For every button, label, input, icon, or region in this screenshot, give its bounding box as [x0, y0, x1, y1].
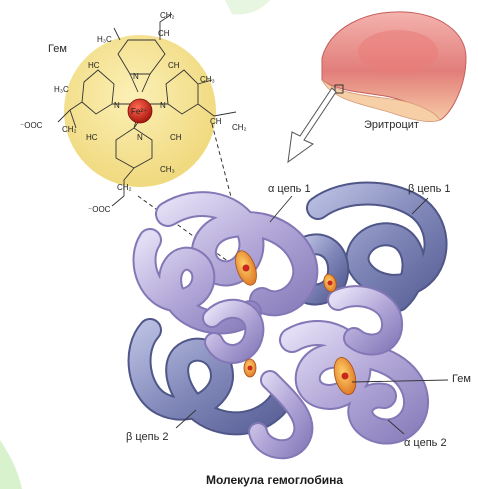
methyl-top-left: H₃C — [97, 35, 112, 44]
carboxylate-bottom: ⁻OOC — [88, 205, 111, 214]
nitrogen-left: N — [114, 101, 120, 110]
methyl-bottom: CH₃ — [160, 165, 175, 174]
erythrocyte-dimple — [358, 30, 438, 74]
nitrogen-bottom: N — [137, 133, 143, 142]
alpha1-leader — [270, 196, 292, 222]
corner-leaf-decoration — [0, 440, 22, 489]
methyl-right: CH₃ — [200, 75, 215, 84]
iron-label: Fe²⁺ — [131, 107, 147, 116]
nitrogen-right: N — [160, 101, 166, 110]
propionate-ch2-left: CH₂ — [62, 125, 77, 134]
propionate-ch2-bottom: CH₂ — [117, 183, 132, 192]
alpha2-label: α цепь 2 — [404, 437, 447, 449]
methine-hc-bottom: HC — [86, 133, 98, 142]
alpha1-label: α цепь 1 — [268, 183, 311, 195]
heme-right-label: Гем — [452, 373, 471, 385]
carboxylate-left: ⁻OOC — [20, 121, 43, 130]
beta-chain-1 — [300, 194, 436, 301]
heme-group-beta2 — [244, 359, 256, 377]
methine-ch-right: CH — [168, 61, 180, 70]
hemoglobin-molecule — [140, 194, 436, 450]
beta1-label: β цепь 1 — [408, 183, 451, 195]
alpha-chain-1 — [145, 204, 306, 354]
caption: Молекула гемоглобина — [206, 473, 343, 487]
top-leaf-decoration — [225, 0, 270, 14]
methyl-left: H₃C — [54, 85, 69, 94]
erythrocyte-illustration: Эритроцит — [322, 12, 466, 131]
beta2-label: β цепь 2 — [126, 431, 169, 443]
vinyl-ch-top: CH — [158, 29, 170, 38]
methine-hc-left: HC — [88, 61, 100, 70]
nitrogen-top: N — [133, 72, 139, 81]
vinyl-ch2-right: CH₂ — [232, 123, 247, 132]
erythrocyte-label: Эритроцит — [364, 119, 419, 131]
methine-ch-bottom: CH — [170, 133, 182, 142]
heme-structure: Fe²⁺ N N N N CH₂ CH H₃C HC CH CH₃ H₃C CH… — [20, 11, 247, 214]
vinyl-ch2-top: CH₂ — [160, 11, 175, 20]
heme-title-label: Гем — [48, 43, 67, 55]
zoom-arrow — [288, 88, 336, 162]
